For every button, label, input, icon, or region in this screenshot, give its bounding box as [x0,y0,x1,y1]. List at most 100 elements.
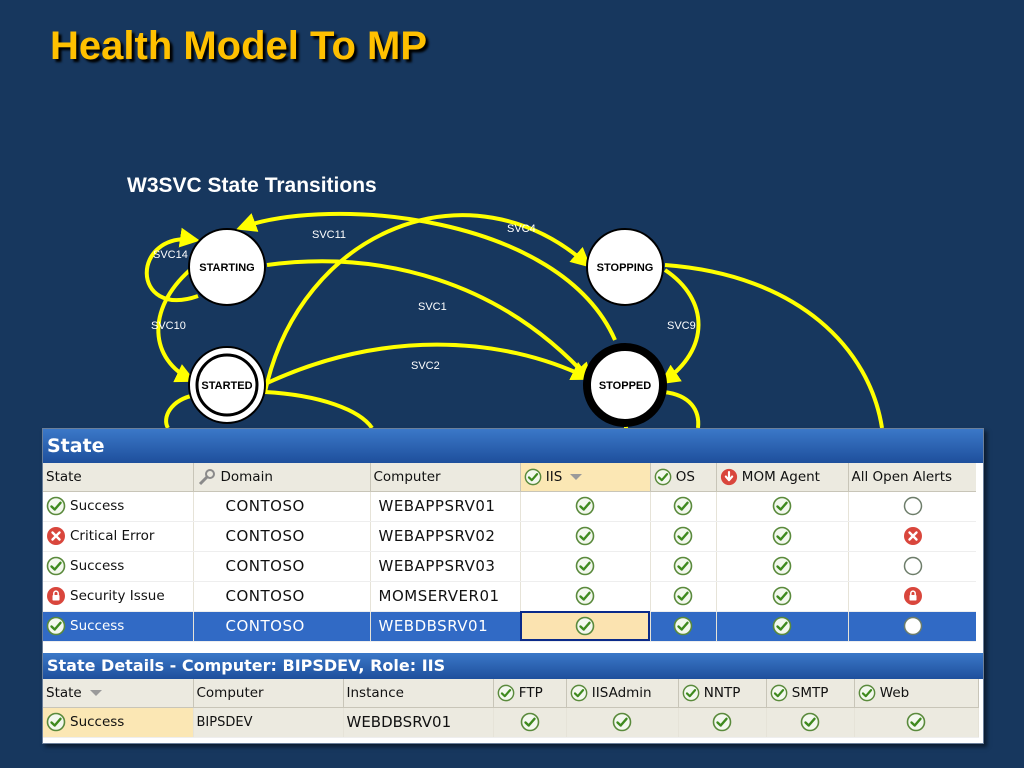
cell-iis[interactable] [520,611,651,642]
security-lock-icon [903,586,923,606]
edge-stopped-right [663,390,701,429]
cell-iis[interactable] [520,521,651,552]
success-icon [46,616,66,636]
cell-computer[interactable]: MOMSERVER01 [370,581,521,612]
diagram-subtitle: W3SVC State Transitions [127,174,377,197]
cell-domain[interactable]: CONTOSO [193,491,371,522]
details-cell-web[interactable] [854,707,979,738]
details-column-iisadmin[interactable]: IISAdmin [566,679,679,708]
cell-mom-agent[interactable] [716,551,849,582]
details-cell-computer[interactable]: BIPSDEV [193,707,344,738]
cell-os[interactable] [650,491,717,522]
cell-domain[interactable]: CONTOSO [193,581,371,612]
cell-mom-agent[interactable] [716,521,849,552]
success-icon [770,684,788,702]
cell-all-open-alerts[interactable] [848,551,979,582]
cell-all-open-alerts[interactable] [848,611,979,642]
state-table-row[interactable]: Success CONTOSO WEBDBSRV01 [43,611,979,642]
column-header-mom-agent[interactable]: MOM Agent [716,463,849,492]
details-column-instance[interactable]: Instance [343,679,494,708]
cell-os[interactable] [650,521,717,552]
details-row[interactable]: Success BIPSDEV WEBDBSRV01 [43,707,979,738]
cell-computer[interactable]: WEBAPPSRV03 [370,551,521,582]
domain-text: CONTOSO [225,617,305,635]
details-cell-nntp[interactable] [678,707,767,738]
state-text: Security Issue [70,588,165,604]
success-icon [673,586,693,606]
cell-iis[interactable] [520,491,651,522]
cell-state[interactable]: Success [43,551,194,582]
success-icon [772,616,792,636]
details-column-computer[interactable]: Computer [193,679,344,708]
cell-state[interactable]: Success [43,611,194,642]
details-column-web[interactable]: Web [854,679,979,708]
details-column-nntp[interactable]: NNTP [678,679,767,708]
success-icon [772,586,792,606]
success-icon [497,684,515,702]
details-column-state[interactable]: State [43,679,194,708]
details-cell-iisadmin[interactable] [566,707,679,738]
success-icon [906,712,926,732]
column-header-computer[interactable]: Computer [370,463,521,492]
cell-state[interactable]: Critical Error [43,521,194,552]
computer-text: MOMSERVER01 [378,587,500,605]
details-column-smtp[interactable]: SMTP [766,679,855,708]
success-icon [575,616,595,636]
success-icon [575,496,595,516]
state-table-row[interactable]: Success CONTOSO WEBAPPSRV01 [43,491,979,522]
column-header-state[interactable]: State [43,463,194,492]
cell-state[interactable]: Security Issue [43,581,194,612]
node-stopping-label: STOPPING [597,262,654,274]
success-icon [520,712,540,732]
cell-os[interactable] [650,581,717,612]
column-header-domain[interactable]: Domain [193,463,371,492]
critical-error-icon [903,526,923,546]
cell-computer[interactable]: WEBAPPSRV01 [370,491,521,522]
success-icon [673,616,693,636]
cell-iis[interactable] [520,551,651,582]
cell-domain[interactable]: CONTOSO [193,551,371,582]
domain-text: CONTOSO [225,497,305,515]
cell-os[interactable] [650,611,717,642]
state-table-row[interactable]: Security Issue CONTOSO MOMSERVER01 [43,581,979,612]
ops-console-panel: State State Domain Computer IIS [42,428,984,744]
cell-all-open-alerts[interactable] [848,491,979,522]
column-header-os[interactable]: OS [650,463,717,492]
cell-domain[interactable]: CONTOSO [193,521,371,552]
details-pane-header: State Details - Computer: BIPSDEV, Role:… [43,653,983,679]
column-header-iis[interactable]: IIS [520,463,651,492]
empty-circle-icon [903,616,923,636]
details-cell-state[interactable]: Success [43,707,194,738]
node-stopped-label: STOPPED [599,380,651,392]
cell-domain[interactable]: CONTOSO [193,611,371,642]
state-details-table[interactable]: State Computer Instance FTP IISAdmin NNT… [43,679,979,738]
cell-state[interactable]: Success [43,491,194,522]
computer-text: WEBDBSRV01 [378,617,489,635]
cell-computer[interactable]: WEBAPPSRV02 [370,521,521,552]
cell-mom-agent[interactable] [716,491,849,522]
domain-text: CONTOSO [225,587,305,605]
wrench-icon [198,468,215,485]
details-cell-ftp[interactable] [493,707,567,738]
edge-label-svc1: SVC1 [418,301,447,313]
cell-all-open-alerts[interactable] [848,581,979,612]
cell-os[interactable] [650,551,717,582]
edge-svc10 [156,268,196,383]
state-table[interactable]: State Domain Computer IIS OS MOM [43,463,979,642]
success-icon [46,556,66,576]
success-icon [712,712,732,732]
cell-all-open-alerts[interactable] [848,521,979,552]
details-column-ftp[interactable]: FTP [493,679,567,708]
details-cell-smtp[interactable] [766,707,855,738]
edge-outer [664,263,884,429]
cell-mom-agent[interactable] [716,581,849,612]
cell-computer[interactable]: WEBDBSRV01 [370,611,521,642]
node-starting: STARTING [188,228,266,306]
column-header-all-open-alerts[interactable]: All Open Alerts [848,463,979,492]
computer-text: WEBAPPSRV01 [378,497,496,515]
cell-iis[interactable] [520,581,651,612]
details-cell-instance[interactable]: WEBDBSRV01 [343,707,494,738]
cell-mom-agent[interactable] [716,611,849,642]
